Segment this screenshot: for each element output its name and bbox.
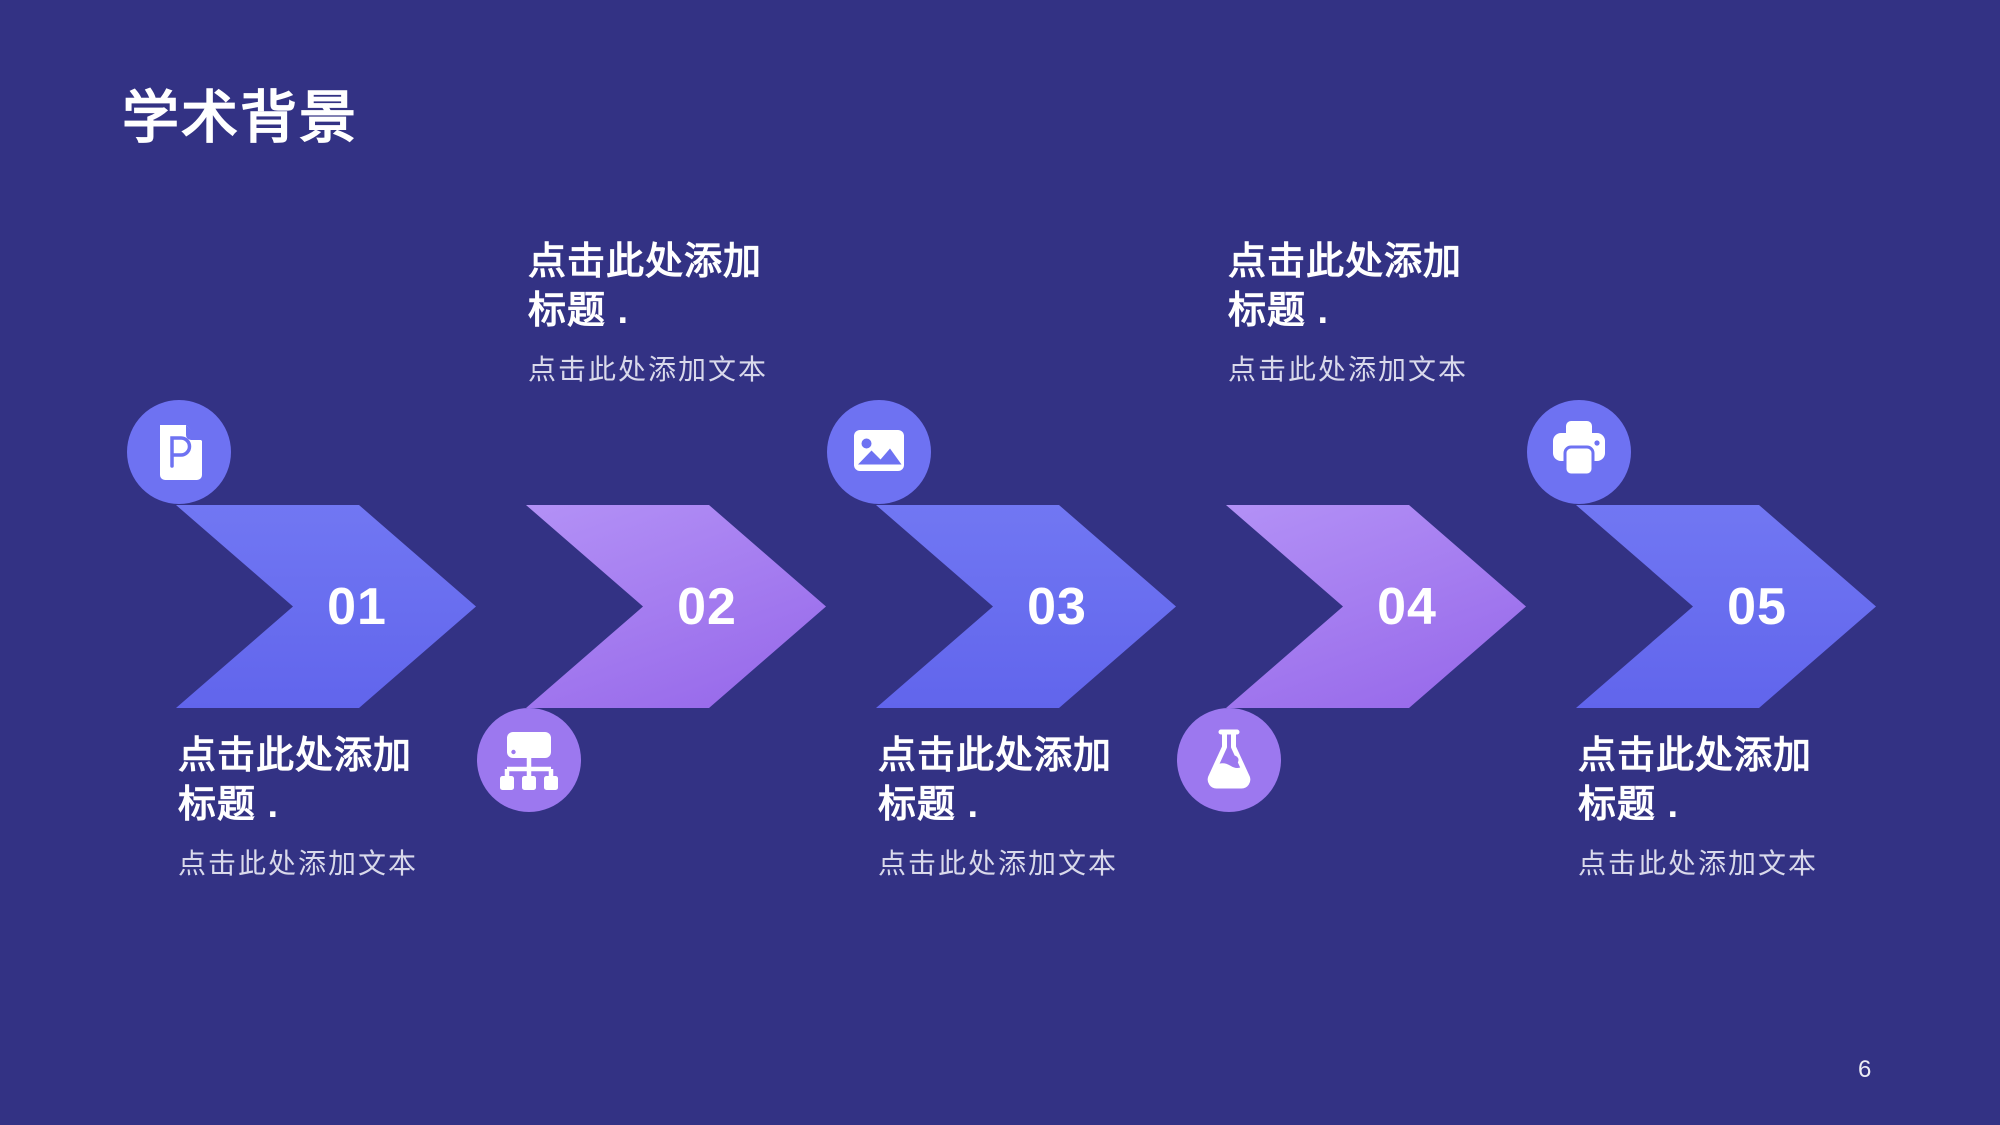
step-number: 01 xyxy=(327,577,387,636)
chevron-step-01[interactable]: 01 xyxy=(176,505,476,708)
step-body-text: 点击此处添加文本 xyxy=(1228,354,1469,385)
step-title: 点击此处添加 标题 . xyxy=(178,732,518,830)
step-title-line1: 点击此处添加 xyxy=(178,735,413,777)
icon-circle[interactable] xyxy=(827,400,931,504)
page-number: 6 xyxy=(1858,1056,1872,1083)
step-body-text: 点击此处添加文本 xyxy=(528,354,769,385)
step-title-line2: 标题 . xyxy=(528,290,630,332)
icon-circle[interactable] xyxy=(477,708,581,812)
step-title-line2: 标题 . xyxy=(1578,784,1680,826)
step-title-line1: 点击此处添加 xyxy=(528,241,763,283)
chevron-step-05[interactable]: 05 xyxy=(1576,505,1876,708)
step-text-block[interactable]: 点击此处添加 标题 . 点击此处添加文本 xyxy=(528,238,868,388)
step-number: 03 xyxy=(1027,577,1087,636)
printer-icon xyxy=(1553,421,1605,477)
icon-circle[interactable] xyxy=(1177,708,1281,812)
step-title-line1: 点击此处添加 xyxy=(1578,735,1813,777)
step-title-line1: 点击此处添加 xyxy=(1228,241,1463,283)
icon-circle[interactable] xyxy=(127,400,231,504)
image-icon xyxy=(854,430,904,471)
step-title-line1: 点击此处添加 xyxy=(878,735,1113,777)
flask-icon xyxy=(1207,729,1251,789)
icon-circle[interactable] xyxy=(1527,400,1631,504)
step-text-block[interactable]: 点击此处添加 标题 . 点击此处添加文本 xyxy=(178,732,518,882)
chevron-step-02[interactable]: 02 xyxy=(526,505,826,708)
step-title-line2: 标题 . xyxy=(1228,290,1330,332)
step-text-block[interactable]: 点击此处添加 标题 . 点击此处添加文本 xyxy=(1578,732,1918,882)
sitemap-icon xyxy=(500,732,558,790)
step-title: 点击此处添加 标题 . xyxy=(1228,238,1568,336)
step-title: 点击此处添加 标题 . xyxy=(1578,732,1918,830)
step-body-text: 点击此处添加文本 xyxy=(178,848,419,879)
step-title-line2: 标题 . xyxy=(878,784,980,826)
step-number: 05 xyxy=(1727,577,1787,636)
file-icon xyxy=(160,425,202,480)
step-text-block[interactable]: 点击此处添加 标题 . 点击此处添加文本 xyxy=(878,732,1218,882)
step-body-text: 点击此处添加文本 xyxy=(1578,848,1819,879)
chevron-step-03[interactable]: 03 xyxy=(876,505,1176,708)
chevron-step-04[interactable]: 04 xyxy=(1226,505,1526,708)
step-title: 点击此处添加 标题 . xyxy=(878,732,1218,830)
step-number: 02 xyxy=(677,577,737,636)
step-body-text: 点击此处添加文本 xyxy=(878,848,1119,879)
step-title-line2: 标题 . xyxy=(178,784,280,826)
page-title: 学术背景 xyxy=(122,86,358,150)
step-text-block[interactable]: 点击此处添加 标题 . 点击此处添加文本 xyxy=(1228,238,1568,388)
step-number: 04 xyxy=(1377,577,1437,636)
step-title: 点击此处添加 标题 . xyxy=(528,238,868,336)
